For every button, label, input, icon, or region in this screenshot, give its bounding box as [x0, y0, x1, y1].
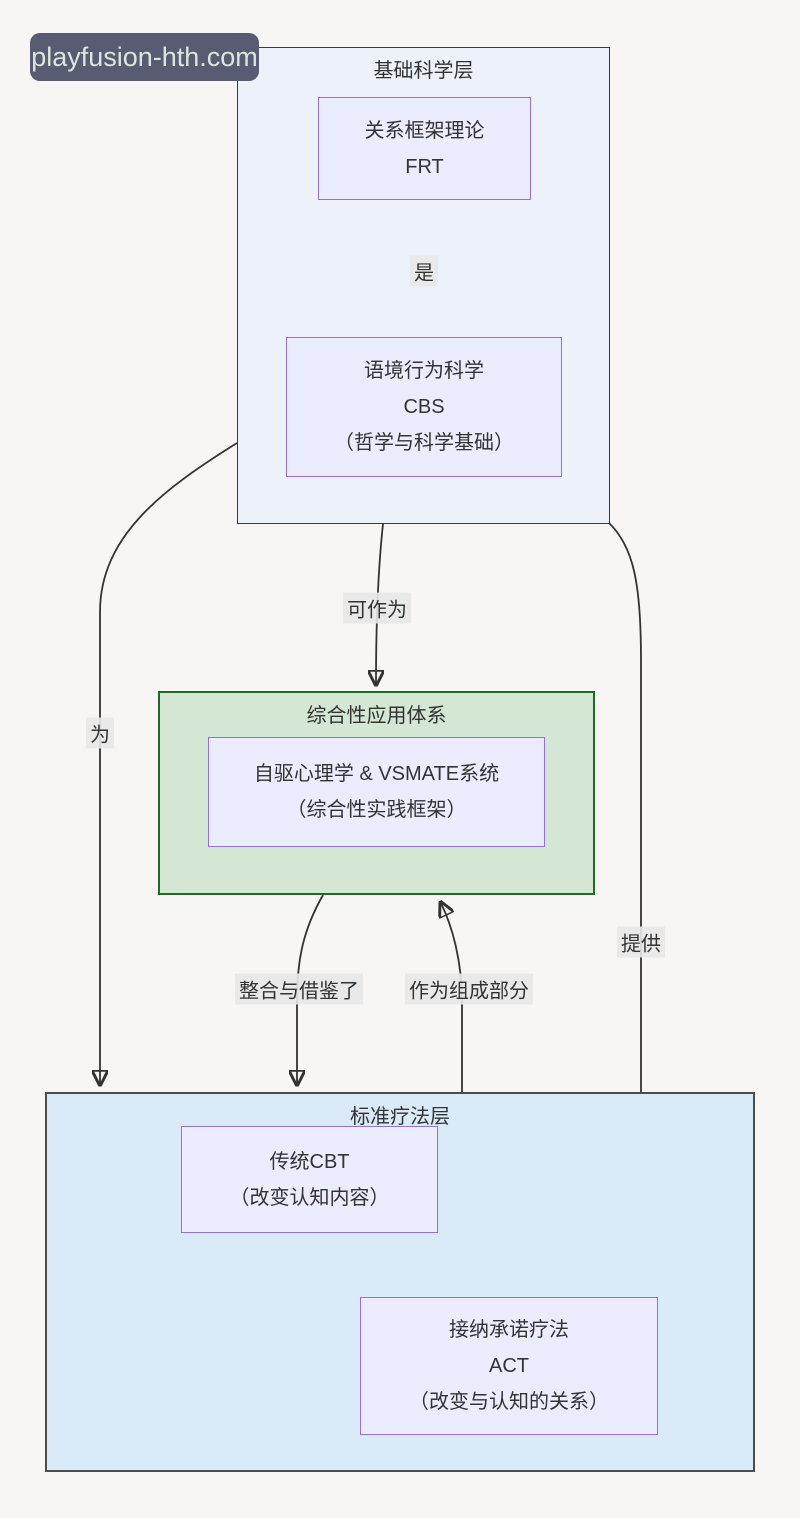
edge-label-as-component: 作为组成部分 [405, 973, 533, 1005]
node-contextual-behavioral-science: 语境行为科学 CBS （哲学与科学基础） [286, 337, 562, 477]
container-title-foundation: 基础科学层 [373, 60, 474, 82]
watermark-text: playfusion-hth.com [31, 41, 258, 72]
node-cbs-line1: 语境行为科学 [364, 360, 484, 382]
node-cbt-line2: （改变认知内容） [229, 1186, 390, 1209]
node-relational-frame-theory: 关系框架理论 FRT [318, 97, 531, 200]
edge-label-for: 为 [86, 717, 114, 749]
node-act-line1: 接纳承诺疗法 [449, 1319, 569, 1341]
edge-label-provides: 提供 [617, 926, 665, 958]
node-vsmate-line2: （综合性实践框架） [286, 799, 467, 821]
node-act-line2: ACT [489, 1355, 529, 1377]
edge-label-integrates-and-borrows: 整合与借鉴了 [235, 973, 363, 1005]
node-frt-line2: FRT [405, 155, 444, 178]
node-acceptance-commitment-therapy: 接纳承诺疗法 ACT （改变与认知的关系） [360, 1297, 658, 1435]
edge-label-can-serve-as: 可作为 [343, 592, 411, 624]
node-vsmate-line1: 自驱心理学 & VSMATE系统 [253, 763, 500, 785]
node-traditional-cbt: 传统CBT （改变认知内容） [181, 1126, 438, 1233]
watermark-badge: playfusion-hth.com [30, 33, 259, 81]
node-selfdriven-psychology-vsmate: 自驱心理学 & VSMATE系统 （综合性实践框架） [208, 737, 545, 847]
container-title-therapy: 标准疗法层 [350, 1106, 450, 1128]
node-act-line3: （改变与认知的关系） [409, 1391, 609, 1413]
node-cbt-line1: 传统CBT [269, 1150, 350, 1173]
node-frt-line1: 关系框架理论 [364, 119, 485, 142]
node-cbs-line2: CBS [403, 396, 445, 418]
container-title-application: 综合性应用体系 [306, 705, 447, 727]
edge-label-is: 是 [410, 255, 438, 287]
node-cbs-line3: （哲学与科学基础） [334, 432, 514, 454]
